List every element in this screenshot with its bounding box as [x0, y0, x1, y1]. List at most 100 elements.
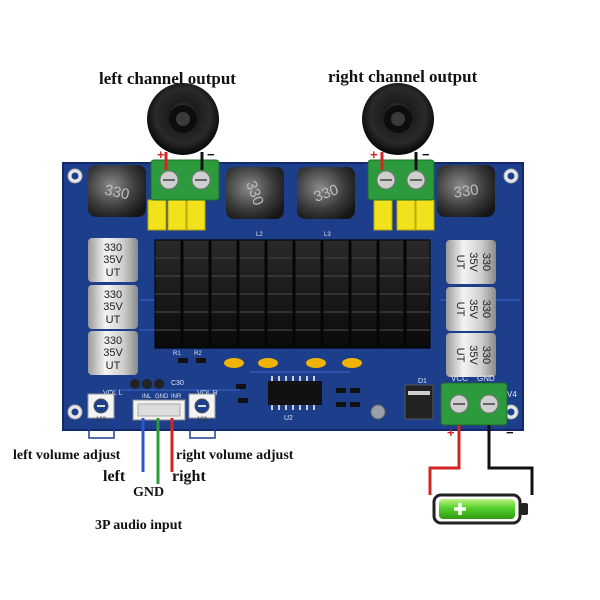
film-capacitor [373, 199, 393, 231]
svg-text:103: 103 [197, 417, 208, 423]
silk-c30: C30 [171, 380, 184, 387]
silk-vcc: VCC [451, 374, 468, 383]
gnd-wire-label: GND [133, 485, 165, 500]
left-wire-label: left [103, 468, 126, 485]
inductor: 330 [226, 167, 284, 219]
svg-text:330: 330 [480, 253, 492, 271]
plus-icon: + [370, 147, 378, 162]
electrolytic-capacitor: 330 35V UT [446, 287, 496, 331]
smd-resistor [350, 402, 360, 407]
silk-gnd: GND [155, 394, 169, 400]
svg-text:35V: 35V [103, 254, 123, 266]
battery-icon [432, 493, 528, 525]
inductor: 330 [437, 165, 495, 217]
svg-text:UT: UT [454, 255, 466, 270]
power-terminal [440, 382, 508, 426]
mounting-hole [67, 168, 83, 184]
film-capacitor [396, 199, 416, 231]
right-volume-bracket [189, 420, 216, 439]
smd-resistor [236, 384, 246, 389]
transistor [130, 379, 164, 389]
right-volume-potentiometer[interactable]: 103 [188, 393, 216, 423]
audio-input-label: 3P audio input [95, 518, 183, 533]
svg-text:330: 330 [480, 346, 492, 364]
minus-marker: − [207, 147, 215, 162]
electrolytic-capacitor: 330 35V UT [446, 240, 496, 284]
speaker-icon [362, 83, 434, 155]
film-capacitor [147, 199, 167, 231]
silk-l3: L3 [324, 232, 331, 238]
film-capacitor [186, 199, 206, 231]
silk-gnd-power: GND [477, 374, 495, 383]
right-channel-output-label: right channel output [328, 67, 478, 86]
silk-r1: R1 [173, 351, 181, 357]
svg-text:330: 330 [104, 335, 122, 347]
diode [404, 384, 434, 420]
smd-resistor [196, 358, 206, 363]
svg-text:UT: UT [106, 267, 121, 279]
led [370, 404, 386, 420]
svg-text:UT: UT [106, 360, 121, 372]
smd-resistor [178, 358, 188, 363]
electrolytic-capacitor: 330 35V UT [88, 331, 138, 375]
svg-text:35V: 35V [467, 299, 479, 319]
electrolytic-capacitor: 330 35V UT [88, 285, 138, 329]
svg-text:35V: 35V [103, 347, 123, 359]
svg-text:35V: 35V [467, 252, 479, 272]
smd-resistor [336, 402, 346, 407]
electrolytic-capacitor: 330 35V UT [88, 238, 138, 282]
heatsink [154, 239, 431, 349]
left-volume-bracket [88, 420, 115, 439]
smd-resistor [350, 388, 360, 393]
svg-text:330: 330 [452, 181, 479, 201]
right-wire-label: right [172, 468, 206, 485]
silk-u2: U2 [284, 415, 293, 422]
plus-icon: + [447, 425, 455, 440]
minus-marker: − [506, 425, 514, 440]
power-wire-negative [487, 425, 534, 495]
audio-input-connector [132, 399, 186, 421]
ic-chip [268, 376, 322, 410]
svg-text:330: 330 [104, 289, 122, 301]
silk-inr: INR [171, 394, 182, 400]
svg-text:35V: 35V [467, 345, 479, 365]
right-volume-adjust-label: right volume adjust [176, 448, 294, 463]
film-capacitor [167, 199, 187, 231]
svg-text:UT: UT [106, 314, 121, 326]
smd-resistor [238, 398, 248, 403]
right-output-terminal [367, 159, 435, 201]
left-volume-potentiometer[interactable]: 103 [87, 393, 115, 423]
svg-text:330: 330 [480, 300, 492, 318]
minus-marker: − [422, 147, 430, 162]
plus-icon [454, 503, 466, 515]
smd-resistor [336, 388, 346, 393]
smd-capacitor [224, 358, 244, 368]
mounting-hole [503, 168, 519, 184]
svg-text:35V: 35V [103, 301, 123, 313]
mounting-hole [67, 404, 83, 420]
silk-v4: V4 [507, 390, 517, 399]
plus-icon: + [157, 147, 165, 162]
electrolytic-capacitor: 330 35V UT [446, 333, 496, 377]
smd-capacitor [258, 358, 278, 368]
inductor: 330 [297, 167, 355, 219]
speaker-icon [147, 83, 219, 155]
silk-l2: L2 [256, 232, 263, 238]
svg-text:330: 330 [104, 242, 122, 254]
inductor: 330 [88, 165, 146, 217]
film-capacitor [415, 199, 435, 231]
left-channel-output-label: left channel output [99, 69, 236, 88]
silk-inl: INL [142, 394, 152, 400]
left-volume-adjust-label: left volume adjust [13, 448, 121, 463]
svg-text:UT: UT [454, 302, 466, 317]
silk-r2: R2 [194, 351, 202, 357]
svg-text:UT: UT [454, 348, 466, 363]
smd-capacitor [342, 358, 362, 368]
svg-text:103: 103 [96, 417, 107, 423]
svg-text:330: 330 [103, 182, 131, 204]
silk-d1: D1 [418, 378, 427, 385]
smd-capacitor [306, 358, 326, 368]
power-wire-positive [428, 425, 461, 495]
left-output-terminal [150, 159, 220, 201]
